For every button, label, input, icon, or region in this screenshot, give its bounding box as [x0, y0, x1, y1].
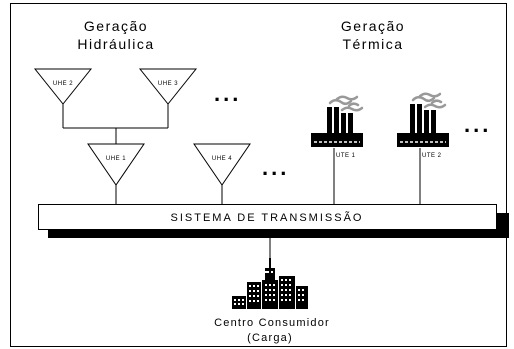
plant-label: UHE 1 — [106, 156, 126, 162]
thermal-header-line2: Térmica — [342, 36, 403, 52]
hydro-plant-uhe3: UHE 3 — [138, 68, 198, 105]
plant-label: UHE 3 — [158, 81, 178, 87]
hydro-header-line1: Geração — [84, 18, 148, 34]
transmission-label: SISTEMA DE TRANSMISSÃO — [171, 211, 364, 224]
ellipsis-hydro-lower: ... — [262, 155, 289, 180]
hydro-header-line2: Hidráulica — [77, 36, 154, 52]
transmission-box — [38, 204, 497, 230]
turbine-triangle-icon — [138, 68, 198, 105]
smoke-icon — [411, 92, 447, 109]
hydro-plant-uhe4: UHE 4 — [193, 143, 251, 186]
turbine-triangle-icon — [33, 68, 93, 105]
hydro-plant-uhe2: UHE 2 — [33, 68, 93, 105]
ellipsis-hydro-upper: ... — [214, 81, 241, 106]
thermal-plant-ute1: UTE 1 — [311, 95, 364, 159]
factory-icon — [397, 92, 449, 147]
consumer-label-line2: (Carga) — [247, 332, 293, 344]
plant-label: UTE 2 — [422, 153, 442, 159]
thermal-header-line1: Geração — [341, 18, 405, 34]
plant-label: UHE 4 — [212, 156, 232, 162]
hydro-plant-uhe1: UHE 1 — [87, 143, 145, 186]
plant-label: UTE 1 — [336, 153, 356, 159]
transmission-system: SISTEMA DE TRANSMISSÃO — [38, 204, 509, 238]
city-icon — [232, 258, 308, 309]
turbine-triangle-icon — [193, 143, 251, 186]
thermal-plant-ute2: UTE 2 — [397, 92, 449, 159]
diagram-frame — [10, 3, 507, 347]
plant-label: UHE 2 — [53, 81, 73, 87]
consumer-label-line1: Centro Consumidor — [214, 317, 330, 329]
turbine-triangle-icon — [87, 143, 145, 186]
ellipsis-thermal: ... — [464, 112, 491, 137]
factory-icon — [311, 95, 364, 147]
smoke-icon — [328, 95, 364, 112]
